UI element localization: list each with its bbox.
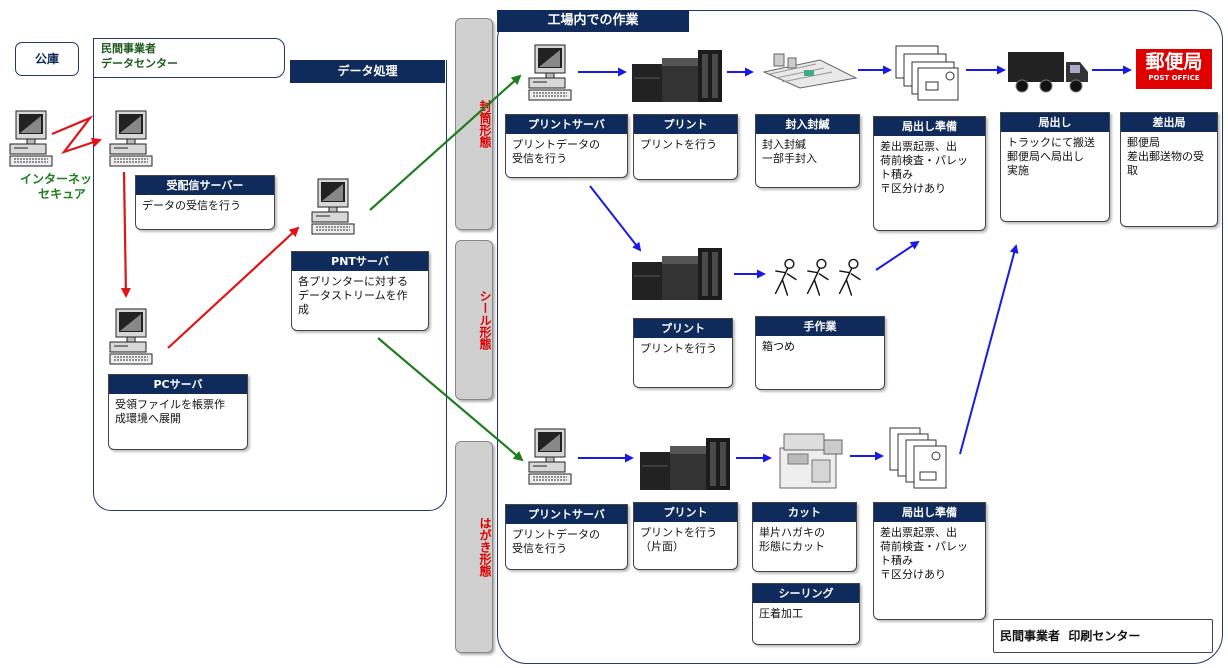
- public-box: 公庫: [15, 42, 79, 76]
- computer-icon: [528, 428, 572, 485]
- worker-icon: [806, 258, 830, 297]
- row2-print-title: プリント: [634, 319, 732, 338]
- postcard-stack-icon: [889, 427, 947, 489]
- post-office-logo: 郵便局 POST OFFICE: [1136, 49, 1212, 89]
- computer-icon: [528, 44, 572, 101]
- post-logo-sub: POST OFFICE: [1148, 74, 1200, 82]
- pnt-server-body: 各プリンターに対する データストリームを作 成: [298, 275, 408, 316]
- envelope-stack-icon: [895, 45, 959, 101]
- row2-print-body: プリントを行う: [640, 342, 717, 355]
- row1-dispatch-title: 局出し: [1001, 113, 1109, 132]
- data-processing-title: データ処理: [290, 60, 445, 83]
- cutter-icon: [779, 433, 843, 489]
- row1-print-body: プリントを行う: [640, 138, 717, 151]
- postcard-band-label: はがき形態: [478, 517, 492, 577]
- data-center-header: 民間事業者 データセンター: [93, 38, 285, 78]
- row2-arrow: [875, 240, 920, 271]
- seal-band: シール形態: [455, 240, 493, 400]
- computer-icon: [311, 178, 355, 235]
- row2-arrow: [589, 185, 642, 252]
- pnt-server-box: PNTサーバ 各プリンターに対する データストリームを作 成: [291, 251, 429, 331]
- row2-handwork-body: 箱つめ: [762, 340, 795, 353]
- post-logo-main: 郵便局: [1145, 51, 1203, 73]
- sealing-title: シーリング: [753, 584, 859, 603]
- sealing-body: 圧着加工: [759, 607, 803, 620]
- row1-print-server-title: プリントサーバ: [506, 115, 627, 134]
- data-center-label: 民間事業者 データセンター: [101, 42, 178, 70]
- pc-server-body: 受領ファイルを帳票作 成環境へ展開: [115, 398, 225, 425]
- public-label: 公庫: [34, 52, 59, 66]
- pc-to-pnt-arrow: [167, 226, 300, 349]
- row1-dispatch-prep-title: 局出し準備: [874, 117, 985, 136]
- row3-cut-box: カット 単片ハガキの 形態にカット: [752, 502, 857, 572]
- row3-dispatch-prep-body: 差出票起票、出 荷前検査・パレッ ト積み 〒区分けあり: [880, 526, 968, 581]
- row3-print-body: プリントを行う （片面）: [640, 526, 717, 553]
- pnt-to-envelope-arrow: [369, 74, 522, 211]
- factory-title: 工場内での作業: [497, 10, 689, 32]
- row1-print-server-box: プリントサーバ プリントデータの 受信を行う: [505, 114, 628, 178]
- pc-server-box: PCサーバ 受領ファイルを帳票作 成環境へ展開: [108, 374, 248, 450]
- receive-server-body: データの受信を行う: [142, 199, 241, 212]
- row3-print-server-title: プリントサーバ: [506, 505, 627, 524]
- envelope-band-label: 封筒形態: [478, 100, 492, 148]
- receive-to-pc-arrow: [120, 171, 131, 298]
- row1-insert-body: 封入封緘 一部手封入: [762, 138, 817, 165]
- row2-handwork-title: 手作業: [756, 317, 884, 336]
- row1-insert-box: 封入封緘 封入封緘 一部手封入: [755, 114, 860, 188]
- internet-label: インターネット セキュア: [19, 172, 104, 201]
- pc-server-title: PCサーバ: [109, 375, 247, 394]
- printer-icon: [640, 437, 731, 491]
- row2-handwork-box: 手作業 箱つめ: [755, 316, 885, 390]
- truck-icon: [1007, 51, 1089, 93]
- printer-icon: [632, 49, 723, 103]
- row1-print-server-body: プリントデータの 受信を行う: [512, 138, 600, 165]
- row1-dispatch-box: 局出し トラックにて搬送 郵便局へ局出し 実施: [1000, 112, 1110, 222]
- row3-cut-title: カット: [753, 503, 856, 522]
- row3-cut-body: 単片ハガキの 形態にカット: [759, 526, 825, 553]
- row3-print-server-box: プリントサーバ プリントデータの 受信を行う: [505, 504, 628, 570]
- row3-dispatch-prep-title: 局出し準備: [874, 503, 985, 522]
- pnt-server-title: PNTサーバ: [292, 252, 428, 271]
- inserter-icon: [763, 53, 857, 89]
- sealing-box: シーリング 圧着加工: [752, 583, 860, 645]
- receive-server-box: 受配信サーバー データの受信を行う: [135, 175, 275, 230]
- row1-print-box: プリント プリントを行う: [633, 114, 738, 180]
- internet-link-arrow: [51, 115, 102, 155]
- row2-print-box: プリント プリントを行う: [633, 318, 733, 388]
- row1-print-title: プリント: [634, 115, 737, 134]
- row1-dispatch-body: トラックにて搬送 郵便局へ局出し 実施: [1007, 136, 1095, 177]
- row3-print-box: プリント プリントを行う （片面）: [633, 502, 738, 570]
- computer-icon: [9, 110, 53, 167]
- row3-dispatch-prep-box: 局出し準備 差出票起票、出 荷前検査・パレッ ト積み 〒区分けあり: [873, 502, 986, 620]
- row3-print-title: プリント: [634, 503, 737, 522]
- row1-post-office-body: 郵便局 差出郵送物の受 取: [1127, 136, 1204, 177]
- computer-icon: [109, 308, 153, 365]
- envelope-band: 封筒形態: [455, 18, 493, 230]
- worker-icon: [838, 258, 862, 297]
- postcard-band: はがき形態: [455, 441, 493, 653]
- row3-to-dispatch-arrow: [959, 244, 1019, 455]
- computer-icon: [109, 110, 153, 167]
- worker-icon: [774, 258, 798, 297]
- factory-footer-label: 民間事業者 印刷センター: [1000, 629, 1141, 643]
- seal-band-label: シール形態: [478, 290, 492, 350]
- factory-footer-box: 民間事業者 印刷センター: [993, 619, 1213, 653]
- row1-post-office-title: 差出局: [1121, 113, 1217, 132]
- row3-print-server-body: プリントデータの 受信を行う: [512, 528, 600, 555]
- printer-icon: [632, 247, 723, 301]
- row1-insert-title: 封入封緘: [756, 115, 859, 134]
- row1-post-office-box: 差出局 郵便局 差出郵送物の受 取: [1120, 112, 1218, 227]
- row1-dispatch-prep-body: 差出票起票、出 荷前検査・パレッ ト積み 〒区分けあり: [880, 140, 968, 195]
- pnt-to-postcard-arrow: [377, 337, 524, 462]
- row1-dispatch-prep-box: 局出し準備 差出票起票、出 荷前検査・パレッ ト積み 〒区分けあり: [873, 116, 986, 231]
- receive-server-title: 受配信サーバー: [136, 176, 274, 195]
